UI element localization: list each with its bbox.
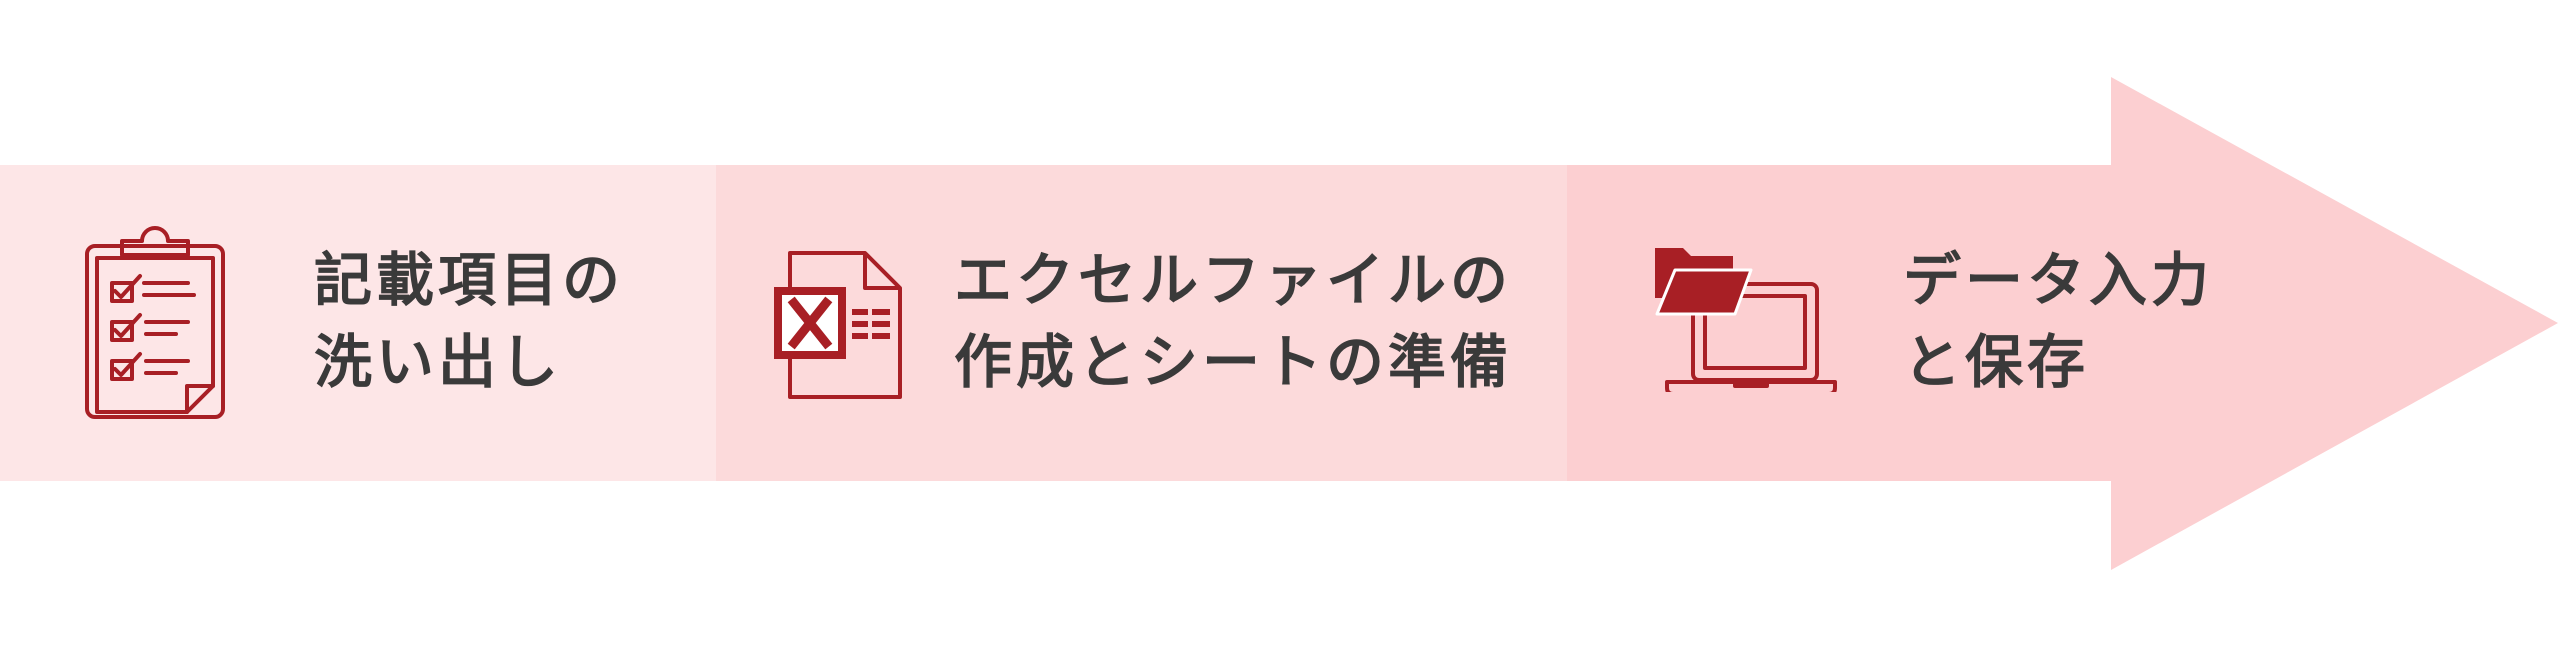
step-3: データ入力 と保存 [1567,165,2287,481]
step-1-label-line-2: 洗い出し [314,328,563,396]
step-2-label-line-2: 作成とシートの準備 [954,328,1513,396]
excel-file-icon [774,251,902,399]
step-1-label: 記載項目の 洗い出し [314,239,624,403]
clipboard-checklist-icon [85,226,225,419]
step-3-label: データ入力 と保存 [1903,239,2213,403]
arrow-segment-3-head [1567,77,2558,570]
step-1-label-line-1: 記載項目の [314,246,625,314]
step-3-label-line-2: と保存 [1903,328,2090,396]
step-2-label: エクセルファイルの 作成とシートの準備 [954,239,1512,403]
step-1: 記載項目の 洗い出し [0,165,716,481]
folder-laptop-icon [1655,248,1837,392]
step-3-label-line-1: データ入力 [1903,246,2214,314]
step-2-label-line-1: エクセルファイルの [954,246,1513,314]
step-2: エクセルファイルの 作成とシートの準備 [716,165,1568,481]
